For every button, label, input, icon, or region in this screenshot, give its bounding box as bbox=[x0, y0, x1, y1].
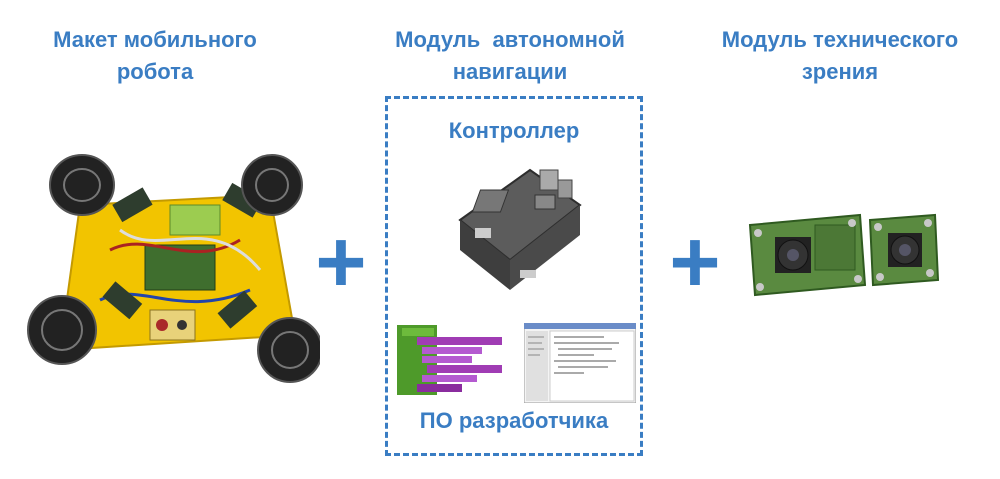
robot-title-line-1: Макет мобильного bbox=[53, 27, 257, 52]
robot-title-line-2: робота bbox=[116, 59, 194, 84]
vision-title-line-1: Модуль технического bbox=[721, 27, 959, 52]
ide-screenshot-image bbox=[524, 323, 636, 403]
navigation-title-line-2: навигации bbox=[452, 59, 568, 84]
developer-software-label: ПО разработчика bbox=[419, 408, 609, 433]
controller-board-image bbox=[458, 168, 582, 290]
controller-label: Контроллер bbox=[448, 118, 580, 143]
vision-module-title: Модуль технического зрения bbox=[690, 24, 990, 88]
block-programming-image bbox=[397, 325, 502, 395]
mobile-robot-image bbox=[27, 154, 320, 383]
robot-model-title: Макет мобильного робота bbox=[30, 24, 280, 88]
navigation-module-title: Модуль автономной навигации bbox=[360, 24, 660, 88]
camera-module-image bbox=[748, 213, 940, 297]
navigation-title-line-1: Модуль автономной bbox=[395, 27, 625, 52]
plus-sign-1: + bbox=[315, 212, 367, 311]
plus-sign-2: + bbox=[669, 212, 721, 311]
vision-title-line-2: зрения bbox=[801, 59, 879, 84]
navigation-module-box bbox=[385, 96, 643, 456]
